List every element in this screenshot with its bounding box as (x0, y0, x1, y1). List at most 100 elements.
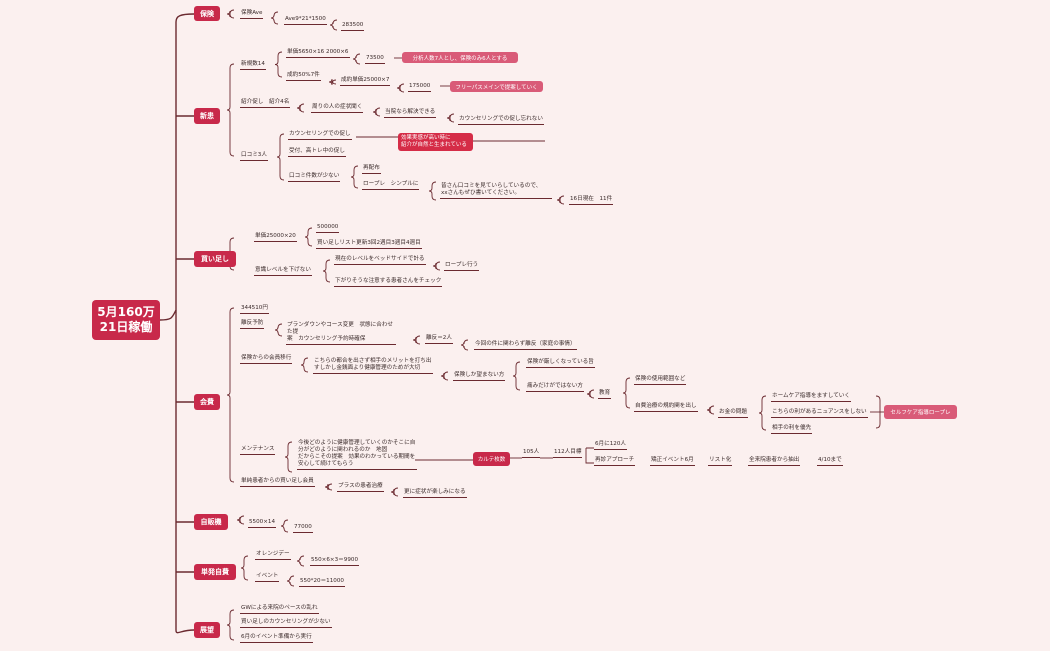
node-kaihi-fh-m3[interactable]: 相手の利を優先 (771, 425, 813, 434)
node-kk2[interactable]: 受付、高トレ中の促し (288, 148, 346, 157)
note-selfcare: セルフケア指導ロープレ (884, 405, 957, 419)
node-shinki-intro-c3[interactable]: カウンセリングでの促し忘れない (458, 116, 544, 125)
node-kk3a[interactable]: 再配布 (362, 165, 381, 174)
brace-fp2 (390, 487, 399, 497)
node-karte-r4[interactable]: 4/10まで (817, 457, 843, 466)
node-kaihi-maint-a[interactable]: 今後どのように健康管理していくのかそこに自 分がどのように関われるのか 地固 だ… (297, 440, 417, 470)
node-kaihi-leave-b[interactable]: 離反＝2人 (425, 335, 453, 344)
node-kaitashi-unit-a[interactable]: 500000 (316, 224, 340, 233)
brace-event (286, 575, 295, 587)
node-kaihi-fh-m2[interactable]: こちらの利があるニュアンスをしない (771, 409, 868, 418)
node-kaihi-fh-b1[interactable]: 保険が厳しくなっている旨 (526, 359, 595, 368)
brace-hoken (226, 9, 235, 19)
node-kk1[interactable]: カウンセリングでの促し (288, 131, 352, 140)
brace-from-hoken (300, 357, 309, 373)
node-karte-112[interactable]: 112人目標 (553, 449, 583, 458)
node-shinki-intro[interactable]: 紹介促し 紹介4名 (240, 99, 291, 108)
brace-fp (324, 483, 333, 491)
node-shinki-unit-total[interactable]: 73500 (365, 55, 385, 64)
node-kaitashi-unit[interactable]: 単価25000×20 (254, 233, 297, 242)
node-shinki-unit[interactable]: 単価5650×16 2000×6 (286, 49, 350, 58)
node-kaihi-fh-b2[interactable]: 痛みだけがではない方 (526, 383, 584, 392)
node-kaihi-leave[interactable]: 離反予防 (240, 320, 265, 329)
node-kaihi-fh-b3b[interactable]: 自費治療の規約関を出し (634, 403, 698, 412)
node-shinki-intro-c2[interactable]: 当院なら解決できる (384, 109, 437, 118)
node-kk3[interactable]: 口コミ件数が少ない (288, 173, 341, 182)
node-kk3d[interactable]: 16日現在 11件 (569, 196, 614, 205)
branch-tanpatsu[interactable]: 単発自費 (194, 564, 236, 580)
brace-shinki-ctotal (396, 83, 405, 93)
node-hoken-total[interactable]: 283500 (341, 22, 365, 31)
node-tanpatsu-orange-v[interactable]: 550×6×3＝9900 (310, 557, 359, 566)
note-kuchikomi-effect-text: 効果実感が高い時に 紹介が自然と生まれている (401, 135, 467, 148)
brace-kuchikomi (276, 133, 285, 181)
node-kaihi-maint[interactable]: メンテナンス (240, 446, 276, 455)
node-karte-revisit[interactable]: 再診アプローチ (594, 457, 636, 466)
root-line2: 21日稼働 (99, 320, 153, 334)
node-karte-r1[interactable]: 矯正イベント6月 (650, 457, 695, 466)
root-node[interactable]: 5月160万 21日稼働 (92, 300, 160, 340)
node-kaihi-leave-c[interactable]: 今回の件に関わらず離反（家庭の事情） (474, 341, 577, 350)
node-shinki-count[interactable]: 新規数14 (240, 61, 266, 70)
node-karte-r3[interactable]: 全来院患者から抽出 (748, 457, 801, 466)
brace-shinki-count (274, 51, 283, 78)
node-jihi-calc[interactable]: 5500×14 (248, 519, 277, 528)
node-kaihi-fh-b3[interactable]: 教育 (598, 390, 612, 399)
node-shinki-contract-total[interactable]: 175000 (408, 83, 432, 92)
branch-shinki[interactable]: 新患 (194, 108, 220, 124)
note-shinki-unit: 分析人数7人とし、保険のみ6人とする (402, 52, 518, 63)
node-kaihi-from-hoken[interactable]: 保険からの会員移行 (240, 355, 293, 364)
karte-count-node[interactable]: カルテ枚数 (473, 452, 510, 466)
note-kuchikomi-effect: 効果実感が高い時に 紹介が自然と生まれている (398, 133, 473, 151)
node-karte-105[interactable]: 105人 (522, 449, 541, 458)
branch-jihi[interactable]: 自販機 (194, 514, 228, 530)
brace-shinki-contract (328, 78, 337, 86)
branch-kaitashi[interactable]: 買い足し (194, 251, 236, 267)
brace-kaitashi-unit (304, 227, 313, 247)
node-kaihi-leave-a[interactable]: プランダウンやコース変更 状態に合わせた提 案 カウンセリング予約時確保 (286, 322, 396, 345)
node-kaihi-fh-b[interactable]: 保険しか望まない方 (453, 372, 506, 381)
node-kaihi-fh-a[interactable]: こちらの都合を出さず相手のメリットを打ち出 すしかし金銭面より健康管理のためが大… (313, 358, 433, 374)
branch-hoken[interactable]: 保険 (194, 6, 220, 21)
node-shinki-intro-c1[interactable]: 周りの人の症状聞く (311, 104, 364, 113)
node-kaitashi-lower-b[interactable]: 下がりそうな注意する患者さんをチェック (334, 278, 443, 287)
node-tanpatsu-event-v[interactable]: 550*20＝11000 (299, 578, 345, 587)
brace-shinki-unit (352, 53, 361, 65)
node-kaihi-amount[interactable]: 344510円 (240, 305, 269, 314)
link-karte-branch (585, 447, 594, 464)
node-shinki-contract-unit[interactable]: 成約単価25000×7 (340, 77, 391, 86)
node-kk3b[interactable]: ロープレ シンプルに (362, 181, 420, 190)
node-kaihi-fh-b3a[interactable]: 保険の使用範囲など (634, 376, 687, 385)
node-kaihi-fromprev[interactable]: 単純患者からの買い足し会員 (240, 478, 315, 487)
node-kaihi-fp-b[interactable]: 更に症状が楽しみになる (403, 489, 467, 498)
node-karte-r2[interactable]: リスト化 (708, 457, 733, 466)
node-kaihi-fh-b3c[interactable]: お金の問題 (718, 409, 748, 418)
node-kuchikomi[interactable]: 口コミ3人 (240, 152, 268, 161)
node-kaihi-maint-a-text: 今後どのように健康管理していくのかそこに自 分がどのように関われるのか 地固 だ… (298, 440, 416, 467)
node-jihi-total[interactable]: 77000 (293, 524, 313, 533)
node-kaitashi-lower-a1[interactable]: ロープレ行う (444, 262, 480, 271)
branch-tenbo[interactable]: 展望 (194, 622, 220, 638)
node-kaihi-fh-m1[interactable]: ホームケア指導をますしていく (771, 393, 851, 402)
node-kaitashi-lower-a[interactable]: 現在のレベルをベッドサイドで計る (334, 256, 426, 265)
node-hoken-calc[interactable]: Ave9*21*1500 (284, 16, 327, 25)
brace-hoken-3 (329, 19, 338, 31)
node-kaitashi-unit-b[interactable]: 買い足しリスト更新3回2週目3週目4週目 (316, 240, 422, 249)
node-tenbo-a[interactable]: GWによる来院のペースの乱れ (240, 605, 319, 614)
node-kk3c[interactable]: 皆さん口コミを見ていらしているので、 xxさんもぜひ書いてください。 (440, 183, 552, 199)
brace-intro (296, 103, 305, 113)
node-kaitashi-lower[interactable]: 意識レベルを下げない (254, 267, 312, 276)
root-line1: 5月160万 (97, 305, 155, 319)
node-tanpatsu-orange[interactable]: オレンジデー (255, 551, 291, 560)
node-tenbo-c[interactable]: 6月のイベント準備から実行 (240, 634, 313, 643)
node-shinki-contract[interactable]: 成約50%7件 (286, 72, 321, 81)
branch-kaihi[interactable]: 会費 (194, 394, 220, 410)
brace-kk3 (350, 165, 359, 189)
node-hoken-ave[interactable]: 保険Ave (240, 10, 264, 19)
node-tenbo-b[interactable]: 買い足しのカウンセリングが少ない (240, 619, 332, 628)
node-kaihi-fp-a[interactable]: プラスの患者治療 (337, 483, 384, 492)
node-tanpatsu-event[interactable]: イベント (255, 573, 280, 582)
node-kk3c-text: 皆さん口コミを見ていらしているので、 xxさんもぜひ書いてください。 (441, 183, 542, 196)
brace-leave-b (412, 335, 421, 345)
node-karte-6[interactable]: 6月に120人 (594, 441, 628, 450)
